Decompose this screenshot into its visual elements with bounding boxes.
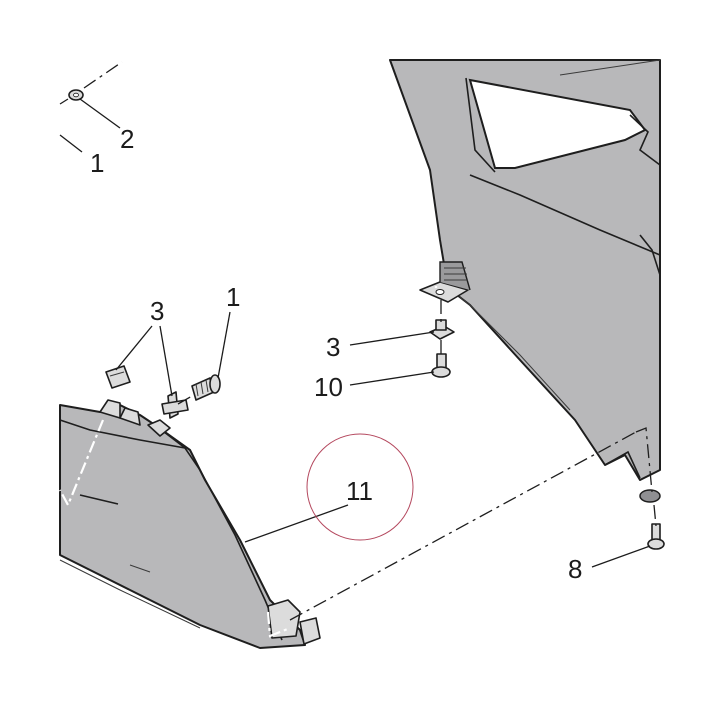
clip-nut-left-a: [105, 365, 131, 389]
callout-1-screw: 1: [226, 282, 240, 312]
assembly-guide-right-bolt: [653, 504, 657, 527]
bolt-10: [431, 353, 451, 378]
bolt-8: [639, 489, 665, 550]
leader-10: [349, 371, 435, 386]
leader-1-screw: [217, 311, 231, 379]
callout-2: 2: [120, 124, 134, 154]
callout-1-top: 1: [90, 148, 104, 178]
highlight-circle-11: [306, 433, 414, 541]
panel-mount-bracket: [419, 261, 471, 303]
washer-2: [68, 89, 84, 101]
callout-3-left: 3: [150, 296, 164, 326]
leader-8: [591, 545, 651, 568]
leader-2: [79, 98, 121, 129]
callout-8: 8: [568, 554, 582, 584]
callout-3-right: 3: [326, 332, 340, 362]
guide-line-top-left: [59, 61, 123, 105]
leader-11: [244, 504, 349, 543]
leader-3-right: [349, 331, 435, 346]
assembly-guide-bottom: [289, 431, 637, 621]
callout-11: 11: [346, 476, 373, 506]
screw-1: [191, 374, 221, 401]
assembly-guide-screw: [177, 395, 193, 405]
assembly-guide-right: [635, 427, 653, 493]
lower-fairing-panel-11: [59, 399, 321, 649]
leader-3-left-a: [115, 325, 153, 371]
right-fairing-panel: [389, 59, 661, 481]
guide-line-top-left-b: [59, 134, 83, 153]
clip-nut-right: [429, 319, 455, 340]
clip-nut-left-b: [161, 391, 189, 419]
leader-3-left-b: [159, 325, 173, 397]
callout-10: 10: [314, 372, 343, 402]
fairing-vent-opening: [468, 78, 647, 169]
